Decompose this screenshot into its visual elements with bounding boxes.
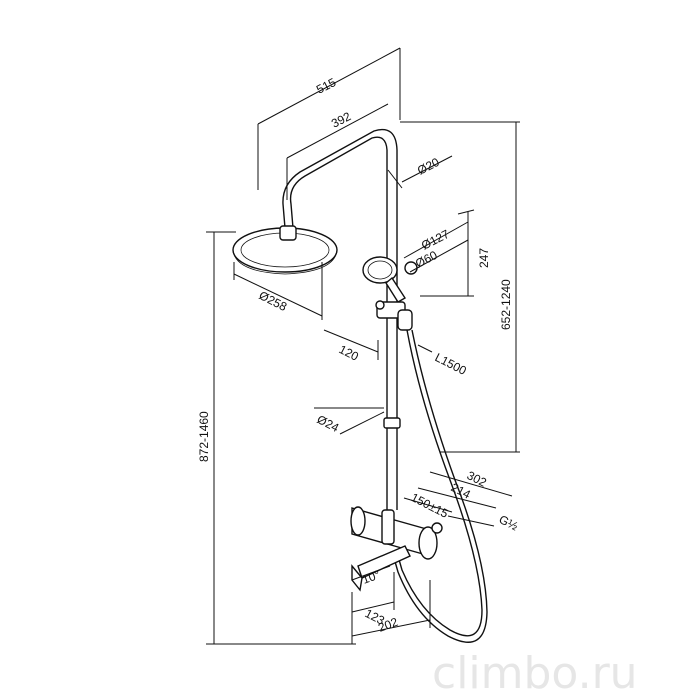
dim-d127-label: Ø127 xyxy=(419,227,452,253)
dim-thread-label: G½ xyxy=(497,512,521,533)
dim-515-label: 515 xyxy=(314,75,338,97)
hose xyxy=(393,329,488,643)
rod-clamp xyxy=(383,417,401,429)
slide-holder xyxy=(375,300,413,331)
dim-l1500-label: L1500 xyxy=(433,350,469,378)
dim-652-1240-label: 652-1240 xyxy=(499,279,513,330)
hand-shower xyxy=(362,256,418,303)
dim-247-label: 247 xyxy=(477,248,491,268)
thermostatic-mixer xyxy=(350,506,443,560)
dimension-lines xyxy=(206,47,520,645)
watermark: climbo.ru xyxy=(432,648,638,699)
dim-392-label: 392 xyxy=(329,109,353,131)
dim-d24-label: Ø24 xyxy=(315,412,342,435)
dim-d20-label: Ø20 xyxy=(415,155,442,178)
dim-872-1460-label: 872-1460 xyxy=(197,411,211,462)
dim-202-label: 202 xyxy=(376,615,400,635)
rain-shower-head xyxy=(232,225,338,275)
dim-angle-label: 10° xyxy=(360,567,382,586)
overhead-arm xyxy=(282,128,398,229)
dim-120-label: 120 xyxy=(337,342,361,364)
main-rod xyxy=(386,150,398,510)
